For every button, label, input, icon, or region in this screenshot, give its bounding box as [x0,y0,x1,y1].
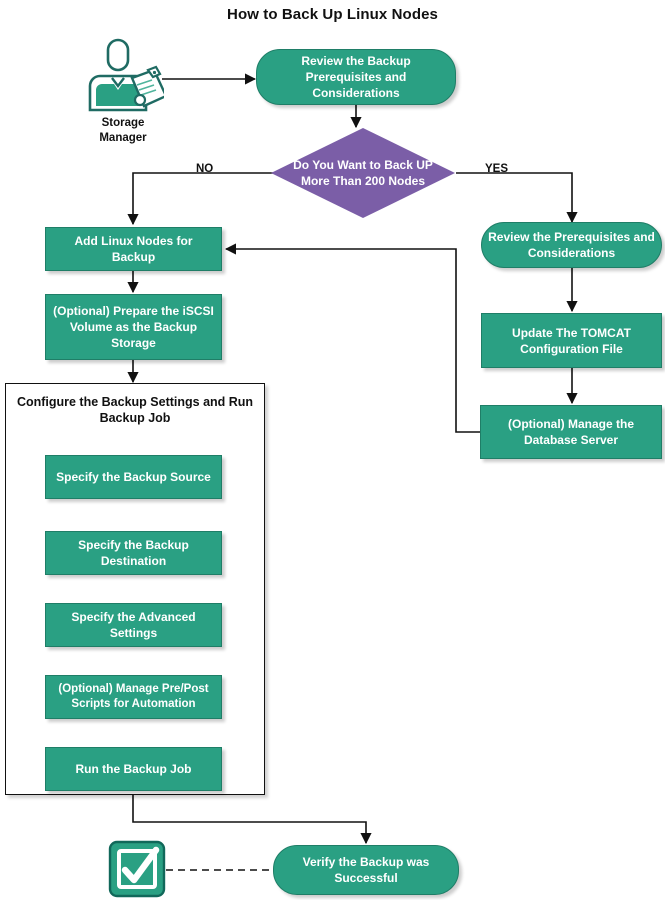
group-step-specify-backup-destination[interactable]: Specify the Backup Destination [45,531,222,575]
edge-label-no: NO [196,163,214,175]
group-step-specify-backup-source[interactable]: Specify the Backup Source [45,455,222,499]
group-step-manage-pre-post-scripts[interactable]: (Optional) Manage Pre/Post Scripts for A… [45,675,222,719]
page-title: How to Back Up Linux Nodes [227,6,438,23]
actor-caption-line1: Storage [101,117,145,129]
actor-caption: Storage Manager [82,116,164,146]
node-add-linux-nodes-for-backup[interactable]: Add Linux Nodes for Backup [45,227,222,271]
node-review-backup-prerequisites[interactable]: Review the Backup Prerequisites and Cons… [256,49,456,105]
group-step-specify-advanced-settings[interactable]: Specify the Advanced Settings [45,603,222,647]
decision-backup-more-than-200-nodes[interactable]: Do You Want to Back UP More Than 200 Nod… [271,128,455,218]
connector-decision-yes [456,172,578,224]
decision-label: Do You Want to Back UP More Than 200 Nod… [293,158,433,188]
node-review-prerequisites-and-considerations[interactable]: Review the Prerequisites and Considerati… [481,222,662,268]
edge-label-yes: YES [485,163,509,175]
storage-manager-person-clipboard-icon [88,38,168,112]
node-verify-backup-was-successful[interactable]: Verify the Backup was Successful [273,845,459,895]
connector-decision-no [127,172,275,226]
connector-group-to-verify [132,791,372,845]
checked-checkbox-icon [108,840,166,898]
checked-checkbox-badge [108,840,166,898]
node-update-tomcat-configuration-file[interactable]: Update The TOMCAT Configuration File [481,313,662,368]
node-prepare-iscsi-volume[interactable]: (Optional) Prepare the iSCSI Volume as t… [45,294,222,360]
actor-storage-manager: Storage Manager [82,38,168,150]
actor-caption-line2: Manager [99,132,147,144]
group-configure-backup-settings: Configure the Backup Settings and Run Ba… [5,383,265,795]
node-manage-database-server[interactable]: (Optional) Manage the Database Server [480,405,662,459]
group-title: Configure the Backup Settings and Run Ba… [16,395,254,425]
group-step-run-the-backup-job[interactable]: Run the Backup Job [45,747,222,791]
